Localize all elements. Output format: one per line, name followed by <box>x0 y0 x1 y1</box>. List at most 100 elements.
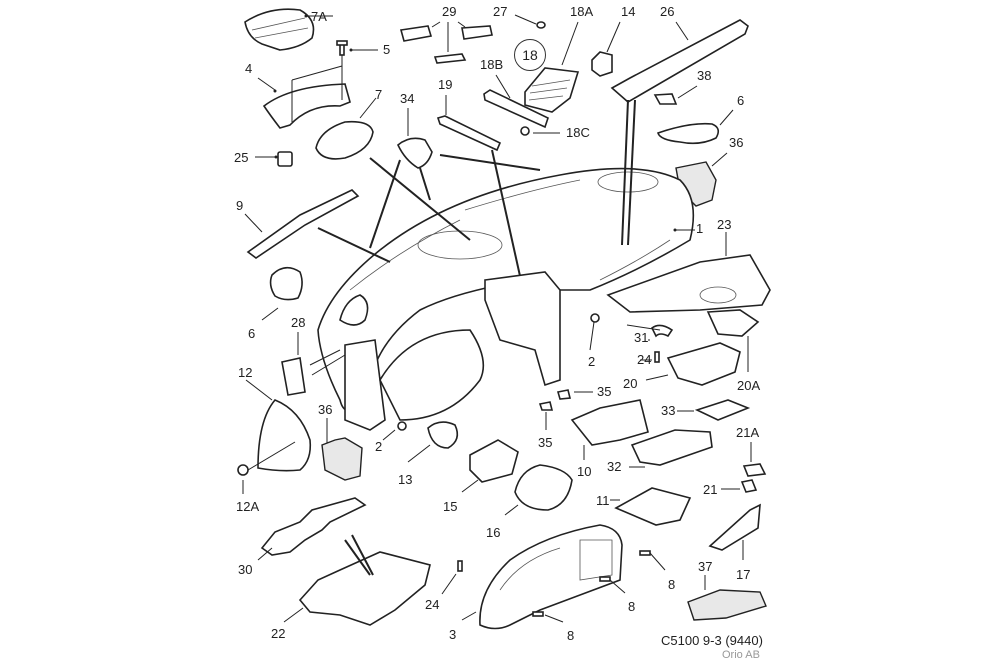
callout-37: 37 <box>698 559 713 574</box>
group-marker-18: 18 <box>514 39 546 71</box>
part-16-knob-housing <box>514 464 573 511</box>
callout-30: 30 <box>238 562 253 577</box>
part-9-defroster <box>246 189 360 259</box>
callout-35-b: 35 <box>538 435 553 450</box>
part-24-screw-right <box>654 351 660 363</box>
callout-12a: 12A <box>236 499 260 514</box>
part-24-screw-left <box>457 560 463 572</box>
part-20a-tray <box>706 309 760 337</box>
part-18c-cap <box>520 126 530 136</box>
part-15-switch-housing <box>469 439 519 483</box>
part-21-connector <box>740 479 758 493</box>
part-29-pad-small <box>433 53 467 64</box>
callout-26: 26 <box>660 4 675 19</box>
part-30-mat <box>260 497 367 556</box>
callout-8-c: 8 <box>567 628 575 643</box>
callout-10: 10 <box>577 464 592 479</box>
callout-20a: 20A <box>737 378 761 393</box>
copyright-label: Orio AB <box>722 649 760 661</box>
callout-6-left: 6 <box>248 326 256 341</box>
part-18b-trim <box>483 89 549 129</box>
callout-4: 4 <box>245 61 253 76</box>
part-25-clip <box>277 151 293 167</box>
callout-9: 9 <box>236 198 244 213</box>
callout-22: 22 <box>271 626 286 641</box>
part-2-clip-left <box>397 421 407 431</box>
callout-3: 3 <box>449 627 457 642</box>
callout-25: 25 <box>234 150 249 165</box>
callout-11: 11 <box>596 493 610 508</box>
part-center-support <box>484 271 561 387</box>
callout-31: 31 <box>634 330 649 345</box>
part-26-pillar-trim <box>610 19 749 103</box>
callout-21a: 21A <box>736 425 760 440</box>
callout-18c: 18C <box>566 125 590 140</box>
callout-14: 14 <box>621 4 636 19</box>
part-14-switch <box>591 51 613 77</box>
part-27-bulb <box>536 21 546 29</box>
part-36-grille-left <box>321 437 363 481</box>
part-12a-ring <box>237 464 249 476</box>
callout-17: 17 <box>736 567 751 582</box>
callout-18a: 18A <box>570 4 594 19</box>
part-35-clip-a <box>556 389 572 400</box>
part-8-screw-a <box>639 550 651 556</box>
callout-7: 7 <box>375 87 383 102</box>
callout-36-left: 36 <box>318 402 333 417</box>
callout-12: 12 <box>238 365 253 380</box>
part-38-button <box>653 93 678 105</box>
part-8-screw-b <box>599 576 611 582</box>
diagram-caption: C5100 9-3 (9440) <box>661 633 763 648</box>
callout-35-a: 35 <box>597 384 612 399</box>
callout-24-right: 24 <box>637 352 652 367</box>
part-8-screw-c <box>532 611 544 617</box>
part-29-pad-left <box>399 25 433 42</box>
part-left-endcap <box>344 339 386 431</box>
callout-18b: 18B <box>480 57 504 72</box>
callout-1: 1 <box>696 221 704 236</box>
part-instrument-cluster-housing <box>379 329 485 421</box>
part-7a-cover <box>244 8 315 51</box>
part-21a-connector <box>742 463 767 477</box>
callout-6-right: 6 <box>737 93 745 108</box>
part-13-cover <box>427 421 459 449</box>
callout-34: 34 <box>400 91 415 106</box>
callout-8-a: 8 <box>668 577 676 592</box>
part-6-vent-cover-left <box>269 266 303 301</box>
callout-7a: 7A <box>311 9 327 24</box>
part-12-end-cap <box>257 399 312 472</box>
callout-23: 23 <box>717 217 732 232</box>
part-28-plug <box>281 357 306 396</box>
part-37-grille <box>687 589 767 621</box>
callout-2-right: 2 <box>588 354 596 369</box>
part-17-trim <box>708 503 761 551</box>
part-29-pad-right <box>461 25 493 40</box>
callout-36-right: 36 <box>729 135 744 150</box>
part-3-instrument-surround <box>479 524 623 630</box>
part-19-trim <box>436 115 502 152</box>
part-11-mat <box>614 487 692 526</box>
callout-33: 33 <box>661 403 676 418</box>
part-4-bracket <box>262 83 351 129</box>
callout-15: 15 <box>443 499 458 514</box>
part-31-clip <box>650 324 674 338</box>
part-22-undertray <box>298 551 431 626</box>
callout-32: 32 <box>607 459 622 474</box>
callout-8-b: 8 <box>628 599 636 614</box>
callout-24-left: 24 <box>425 597 440 612</box>
callout-2-left: 2 <box>375 439 383 454</box>
callout-27: 27 <box>493 4 508 19</box>
callout-13: 13 <box>398 472 413 487</box>
part-20-glovebox <box>666 342 741 386</box>
part-33-mat <box>694 399 751 421</box>
callout-5: 5 <box>383 42 391 57</box>
part-2-clip-right <box>590 313 600 323</box>
part-35-clip-b <box>538 401 554 411</box>
callout-29: 29 <box>442 4 457 19</box>
part-32-bracket <box>630 429 713 466</box>
callout-19: 19 <box>438 77 453 92</box>
callout-21: 21 <box>703 482 718 497</box>
part-10-panel <box>570 399 649 446</box>
